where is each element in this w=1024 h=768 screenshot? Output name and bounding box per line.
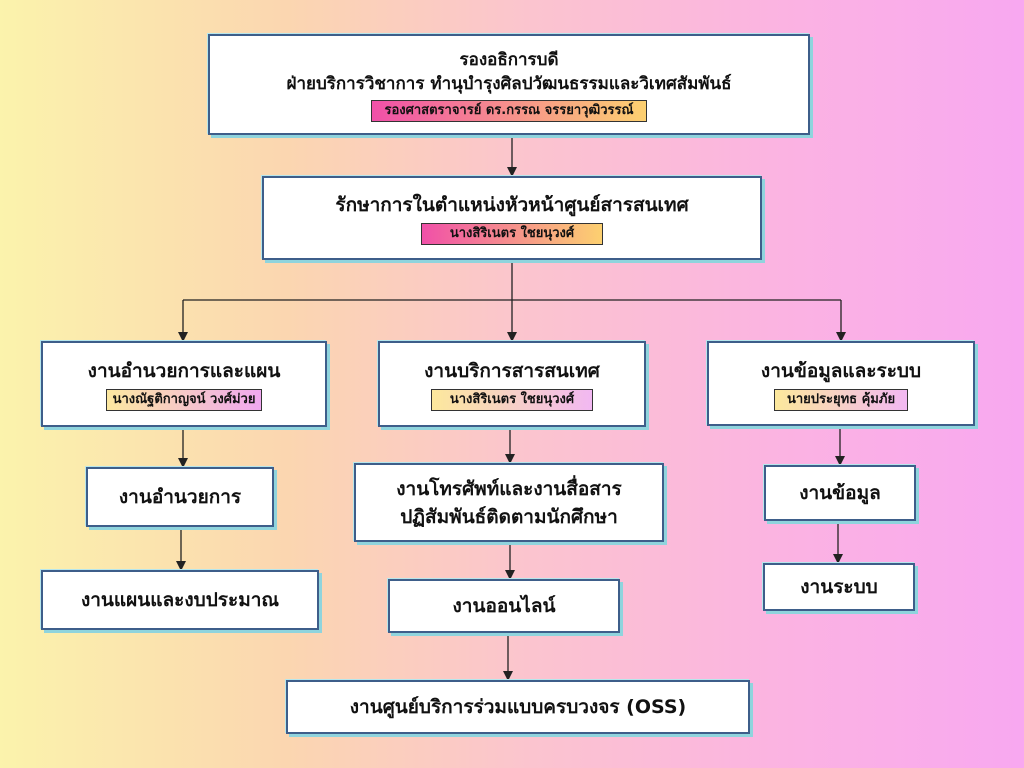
vice-president-title: รองอธิการบดี [459,49,559,70]
division-info-service-box: งานบริการสารสนเทศ นางสิริเนตร ใชยนุวงศ์ [378,341,646,427]
director-name-tag: นางสิริเนตร ใชยนุวงศ์ [420,223,604,245]
unit-data-box: งานข้อมูล [764,465,916,521]
unit-system-box: งานระบบ [763,563,915,611]
unit-plan-budget-label: งานแผนและงบประมาณ [80,589,280,611]
unit-phone-communication-line1: งานโทรศัพท์และงานสื่อสาร [396,477,622,500]
division-info-service-name-tag: นางสิริเนตร ใชยนุวงศ์ [430,389,594,411]
director-box: รักษาการในตำแหน่งหัวหน้าศูนย์สารสนเทศ นา… [262,176,762,260]
division-data-system-name-tag: นายประยุทธ คุ้มภัย [773,388,909,411]
division-admin-plan-title: งานอำนวยการและแผน [87,360,281,382]
unit-system-label: งานระบบ [800,576,878,598]
vice-president-box: รองอธิการบดี ฝ่ายบริการวิชาการ ทำนุบำรุง… [208,34,810,135]
unit-phone-communication-box: งานโทรศัพท์และงานสื่อสาร ปฏิสัมพันธ์ติดต… [354,463,664,542]
vice-president-division: ฝ่ายบริการวิชาการ ทำนุบำรุงศิลปวัฒนธรรมแ… [286,73,732,94]
division-data-system-box: งานข้อมูลและระบบ นายประยุทธ คุ้มภัย [707,341,975,426]
division-data-system-title: งานข้อมูลและระบบ [760,359,922,382]
unit-online-label: งานออนไลน์ [452,595,556,617]
unit-administration-label: งานอำนวยการ [118,486,242,508]
unit-administration-box: งานอำนวยการ [86,467,274,527]
division-info-service-title: งานบริการสารสนเทศ [424,360,600,382]
unit-plan-budget-box: งานแผนและงบประมาณ [41,570,319,630]
unit-phone-communication-line2: ปฏิสัมพันธ์ติดตามนักศึกษา [400,505,618,528]
unit-data-label: งานข้อมูล [799,482,881,504]
vice-president-name-tag: รองศาสตราจารย์ ดร.กรรณ จรรยาวุฒิวรรณ์ [371,99,647,122]
unit-oss-label: งานศูนย์บริการร่วมแบบครบวงจร (OSS) [349,696,687,718]
unit-online-box: งานออนไลน์ [388,579,620,633]
unit-oss-box: งานศูนย์บริการร่วมแบบครบวงจร (OSS) [286,680,750,734]
division-admin-plan-name-tag: นางณัฐติกาญจน์ วงศ์ม่วย [105,389,263,411]
director-title: รักษาการในตำแหน่งหัวหน้าศูนย์สารสนเทศ [335,194,689,216]
division-admin-plan-box: งานอำนวยการและแผน นางณัฐติกาญจน์ วงศ์ม่ว… [41,341,327,427]
